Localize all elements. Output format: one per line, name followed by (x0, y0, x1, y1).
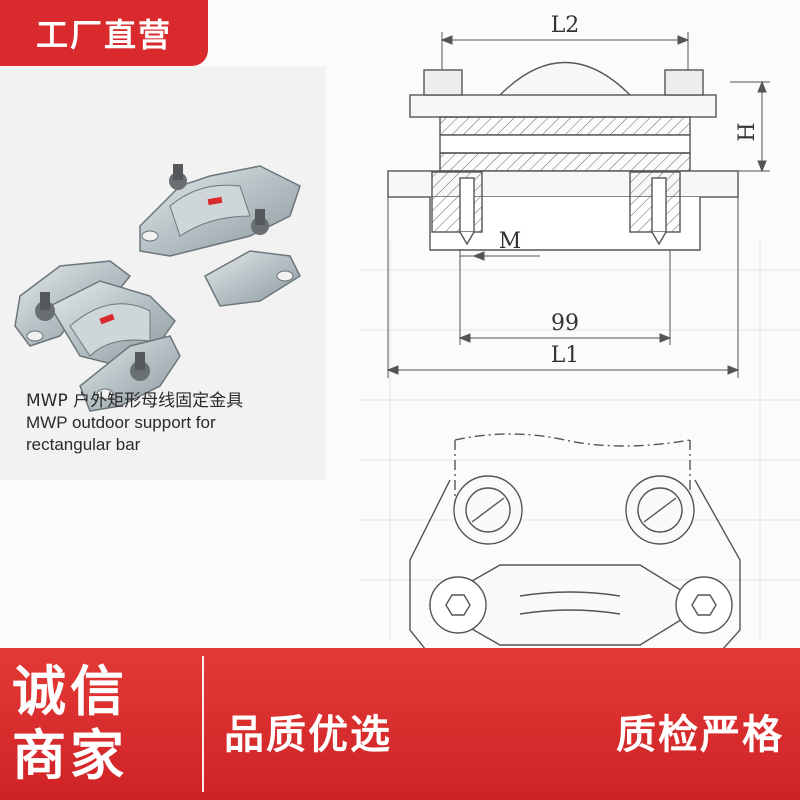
slogan-quality: 品质优选 (224, 712, 392, 758)
dimension-lines (386, 32, 770, 378)
product-photo (14, 164, 301, 412)
factory-direct-badge: 工厂直营 (0, 0, 208, 66)
footer-banner: 诚信 商家 品质优选 质检严格 (0, 648, 800, 800)
dimension-m: M (499, 229, 522, 254)
clamp-front (14, 260, 181, 412)
dimension-l2: L2 (551, 13, 580, 38)
honest-merchant-line2: 商家 (12, 724, 128, 787)
dimension-h: H (735, 122, 760, 141)
clamp-back (139, 164, 301, 307)
honest-merchant: 诚信 商家 (12, 660, 182, 788)
badge-label: 工厂直营 (35, 16, 172, 54)
honest-merchant-line1: 诚信 (12, 660, 128, 723)
top-view (409, 433, 741, 731)
caption-english-1: MWP outdoor support for (26, 413, 216, 432)
caption-english-2: rectangular bar (26, 435, 141, 454)
dimension-99: 99 (551, 311, 579, 336)
slogan-inspection: 质检严格 (616, 712, 784, 758)
footer-slogans: 品质优选 质检严格 (224, 702, 784, 760)
technical-drawing: L2 H M 99 L1 (360, 13, 800, 731)
caption-chinese: MWP 户外矩形母线固定金具 (26, 391, 244, 411)
product-photo-panel (0, 66, 326, 480)
side-view (387, 61, 739, 251)
dimension-l1: L1 (551, 343, 580, 368)
footer-divider (202, 656, 204, 792)
product-caption: MWP 户外矩形母线固定金具 MWP outdoor support for r… (26, 390, 326, 456)
